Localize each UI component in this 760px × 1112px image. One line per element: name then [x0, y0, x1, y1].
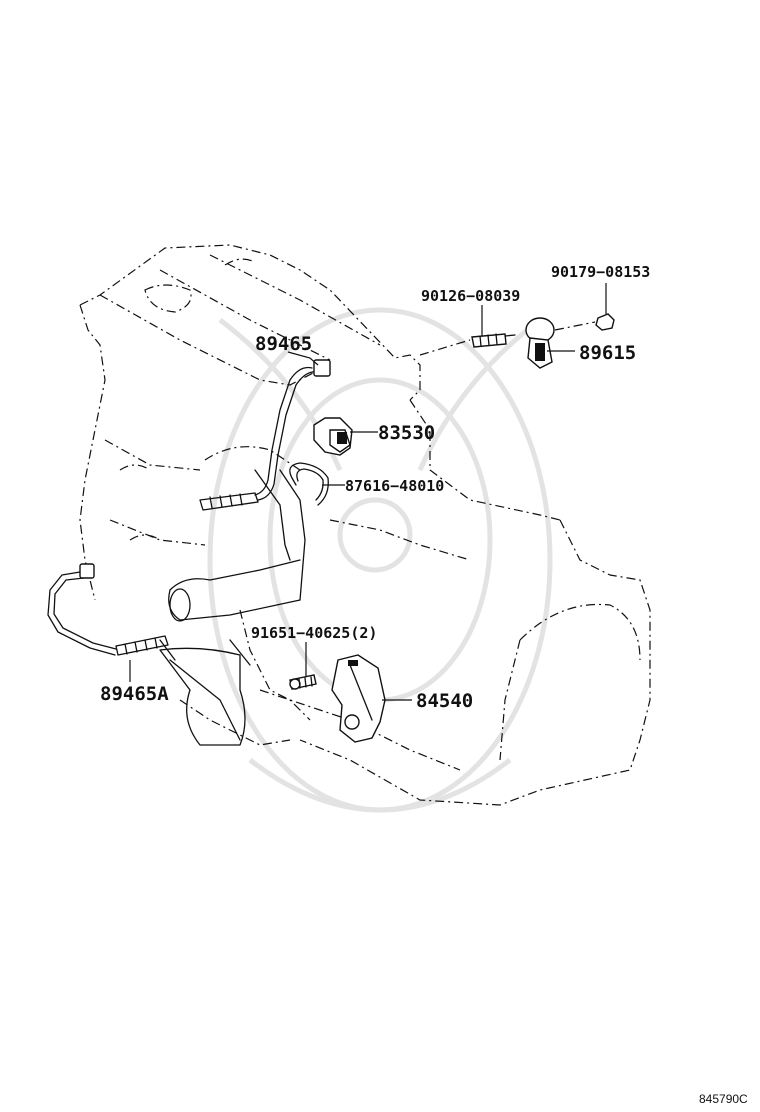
temperature-sensor-83530: [313, 417, 353, 456]
engine-block-outline: [79, 244, 651, 806]
label-90179-08153: 90179−08153: [551, 263, 650, 281]
part-labels: 89465 90126−08039 90179−08153 89615 8353…: [100, 263, 650, 712]
neutral-switch-84540: [289, 654, 386, 743]
clamp-87616: [289, 462, 329, 506]
label-84540: 84540: [416, 690, 473, 712]
label-90126-08039: 90126−08039: [421, 287, 520, 305]
label-91651-40625: 91651−40625(2): [251, 624, 377, 642]
label-83530: 83530: [378, 422, 435, 444]
upper-oxygen-sensor: [199, 359, 331, 511]
label-89615: 89615: [579, 342, 636, 364]
label-87616-48010: 87616−48010: [345, 477, 444, 495]
exhaust-manifold: [159, 469, 306, 746]
label-89465: 89465: [255, 333, 312, 355]
leader-lines: [129, 283, 607, 701]
drawing-code: 845790C: [699, 1092, 748, 1106]
lower-oxygen-sensor: [47, 563, 169, 656]
label-89465a: 89465A: [100, 683, 169, 705]
knock-sensor-89615: [419, 313, 615, 369]
